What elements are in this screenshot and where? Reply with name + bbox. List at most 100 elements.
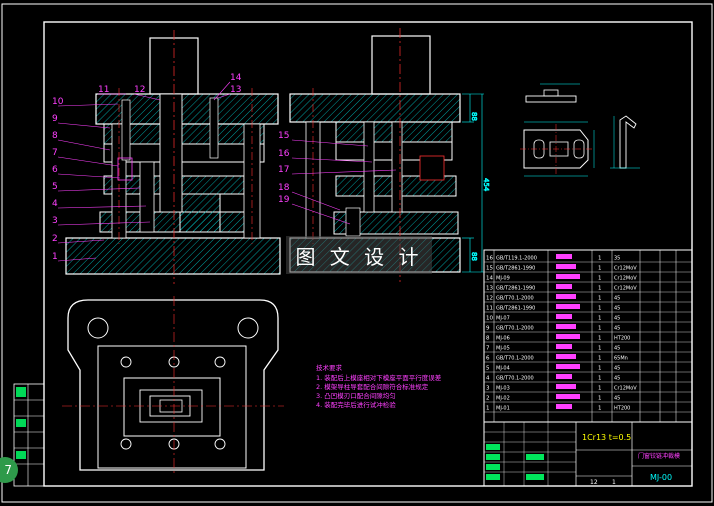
callout-1: 1 — [52, 252, 58, 262]
table-row-number: 15 — [486, 266, 493, 272]
callout-9: 9 — [52, 114, 58, 124]
callout-6: 6 — [52, 165, 58, 175]
table-row-material: Cr12MoV — [614, 266, 637, 272]
notes-line-1: 1. 装配后上模座相对下模座平面平行度误差 — [316, 373, 442, 382]
table-row-material: 65Mn — [614, 356, 628, 362]
table-row-qty: 1 — [598, 336, 602, 342]
table-row-material: HT200 — [614, 406, 630, 412]
table-row-qty: 1 — [598, 276, 602, 282]
table-row-code: MJ-05 — [496, 346, 510, 352]
table-row-name-mark — [556, 284, 572, 289]
table-row-number: 10 — [486, 316, 493, 322]
scale-value: 12 — [590, 479, 598, 486]
notes-title: 技术要求 — [316, 363, 343, 372]
sheet-count: 1 — [612, 479, 616, 486]
binding-strip — [13, 383, 45, 487]
table-row-number: 8 — [486, 336, 490, 342]
callout-12: 12 — [134, 85, 145, 95]
table-row-name-mark — [556, 374, 572, 379]
table-row-code: MJ-01 — [496, 406, 510, 412]
table-row-material: Cr12MoV — [614, 386, 637, 392]
technical-notes: 技术要求 1. 装配后上模座相对下模座平面平行度误差 2. 模架导柱导套配合间隙… — [316, 363, 442, 409]
table-row-qty: 1 — [598, 296, 602, 302]
callout-14: 14 — [230, 73, 242, 83]
drawing-number: MJ-00 — [650, 473, 672, 482]
table-row-code: MJ-09 — [496, 276, 510, 282]
table-row-material: Cr12MoV — [614, 286, 637, 292]
part-drawing — [520, 83, 640, 177]
table-row-code: GB/T70.1-2000 — [496, 356, 534, 362]
table-row-qty: 1 — [598, 396, 602, 402]
callout-11: 11 — [98, 85, 109, 95]
table-row-material: 45 — [614, 316, 620, 322]
table-row-qty: 1 — [598, 326, 602, 332]
callouts-left: 10 9 8 7 6 5 4 3 2 1 — [52, 97, 151, 262]
callout-17: 17 — [278, 165, 289, 175]
callout-7: 7 — [52, 148, 58, 158]
title-block: 1Cr13 t=0.5 门窗铰链冲裁模 MJ-00 12 1 — [483, 421, 693, 487]
table-row-material: 45 — [614, 376, 620, 382]
table-row-qty: 1 — [598, 266, 602, 272]
table-row-number: 14 — [486, 276, 493, 282]
callouts-top: 11 12 14 13 — [98, 73, 242, 101]
callout-10: 10 — [52, 97, 64, 107]
table-row-qty: 1 — [598, 286, 602, 292]
table-row-number: 6 — [486, 356, 490, 362]
dim-closed-height: 454 — [482, 178, 490, 192]
table-row-code: GB/T70.1-2000 — [496, 326, 534, 332]
table-row-number: 9 — [486, 326, 490, 332]
table-row-code: GB/T70.1-2000 — [496, 376, 534, 382]
table-row-number: 12 — [486, 296, 493, 302]
part-name: 门窗铰链冲裁模 — [638, 452, 680, 460]
sheet-outer-border — [1, 3, 713, 503]
table-row-code: MJ-03 — [496, 386, 510, 392]
table-row-name-mark — [556, 354, 576, 359]
table-row-qty: 1 — [598, 406, 602, 412]
table-row-name-mark — [556, 394, 580, 399]
callout-4: 4 — [52, 199, 58, 209]
table-row-qty: 1 — [598, 386, 602, 392]
callout-19: 19 — [278, 195, 290, 205]
table-row-material: 45 — [614, 306, 620, 312]
table-row-name-mark — [556, 334, 580, 339]
table-row-material: 45 — [614, 326, 620, 332]
table-row-name-mark — [556, 344, 572, 349]
table-row-code: GB/T70.1-2000 — [496, 296, 534, 302]
table-row-material: 45 — [614, 396, 620, 402]
table-row-material: 35 — [614, 256, 620, 262]
table-row-code: MJ-06 — [496, 336, 510, 342]
notes-line-3: 3. 凸凹模刃口配合间隙均匀 — [316, 391, 396, 400]
table-row-code: GB/T2861-1990 — [496, 286, 535, 292]
table-row-number: 5 — [486, 366, 490, 372]
callout-2: 2 — [52, 234, 58, 244]
dim-top-thickness: 88 — [470, 112, 478, 121]
watermark: 图 文 设 计 — [286, 236, 432, 274]
table-row-code: MJ-02 — [496, 396, 510, 402]
table-row-material: 45 — [614, 346, 620, 352]
table-row-number: 11 — [486, 306, 493, 312]
table-row-name-mark — [556, 264, 576, 269]
table-row-material: 45 — [614, 366, 620, 372]
dim-bottom-thickness: 88 — [470, 252, 478, 261]
table-row-number: 16 — [486, 256, 493, 262]
table-row-code: MJ-04 — [496, 366, 510, 372]
table-row-material: HT200 — [614, 336, 630, 342]
table-row-qty: 1 — [598, 256, 602, 262]
table-row-name-mark — [556, 364, 580, 369]
table-row-code: GB/T2861-1990 — [496, 266, 535, 272]
callout-8: 8 — [52, 131, 58, 141]
table-row-qty: 1 — [598, 346, 602, 352]
callout-13: 13 — [230, 85, 241, 95]
table-row-qty: 1 — [598, 356, 602, 362]
table-row-name-mark — [556, 274, 580, 279]
table-row-name-mark — [556, 254, 572, 259]
notes-line-2: 2. 模架导柱导套配合间隙符合标准规定 — [316, 382, 429, 391]
table-row-qty: 1 — [598, 376, 602, 382]
table-row-name-mark — [556, 304, 580, 309]
table-row-number: 4 — [486, 376, 490, 382]
table-row-name-mark — [556, 404, 572, 409]
table-row-name-mark — [556, 314, 572, 319]
table-row-number: 13 — [486, 286, 493, 292]
